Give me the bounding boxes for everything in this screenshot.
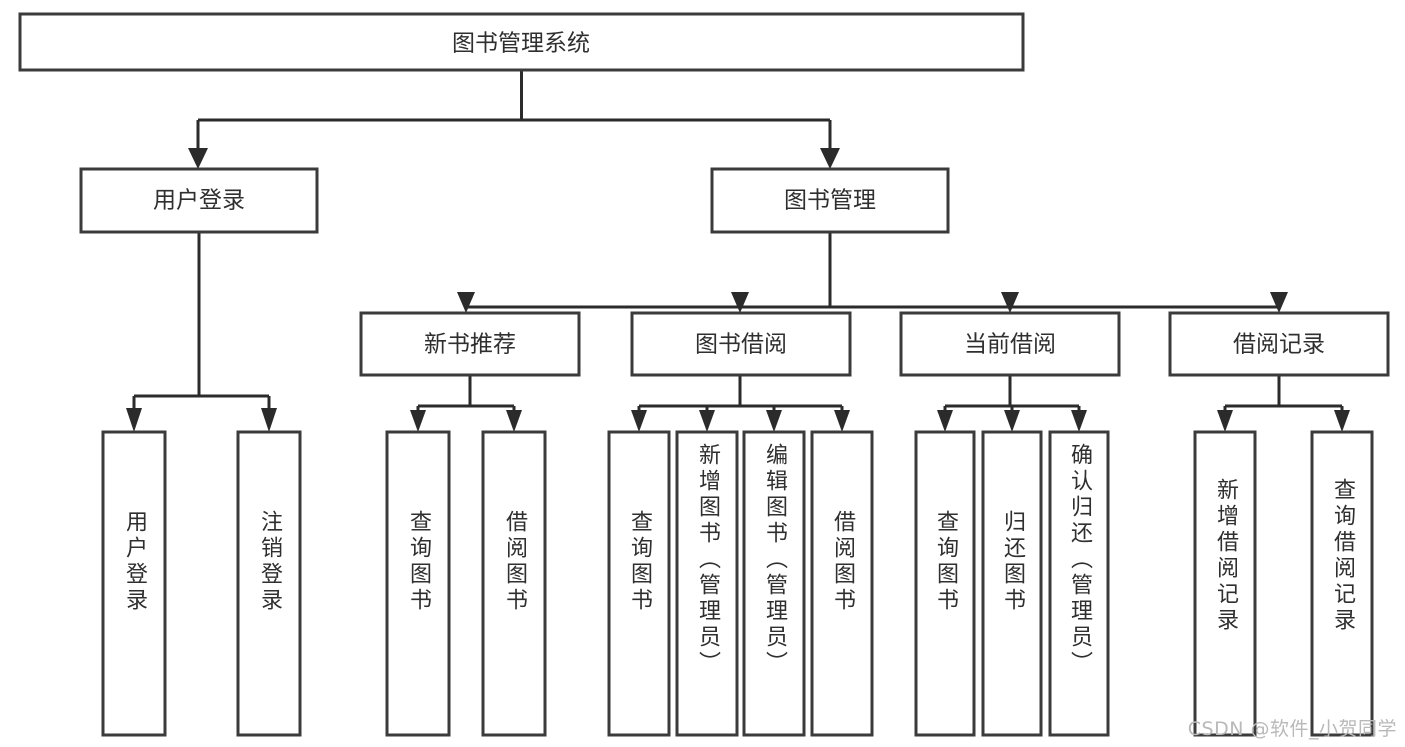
leaf-borrow-book-2-label: 借阅图书 [830,510,855,614]
node-borrow-record[interactable]: 借阅记录 [1168,311,1390,377]
connector-group-book-borrow-leaves [631,375,850,432]
node-book-borrow-rect[interactable] [630,311,852,377]
leaf-query-book-2-label: 查询图书 [627,510,652,614]
connector-group-root-to-level1 [188,70,840,169]
node-root[interactable]: 图书管理系统 [18,12,1025,72]
connector-group-current-borrow-leaves [937,375,1087,432]
arrow-head-leaf-query-borrow-record [1334,410,1350,432]
leaf-return-book-rect[interactable] [981,430,1043,737]
node-root-rect[interactable] [18,12,1025,72]
node-root-label: 图书管理系统 [452,31,590,57]
node-new-book-recommend-rect[interactable] [359,311,581,377]
node-book-management-rect[interactable] [710,167,950,234]
leaf-query-borrow-record-label: 查询借阅记录 [1330,478,1355,634]
arrow-head-book-borrow [731,292,749,313]
arrow-head-leaf-user-logout [261,408,277,432]
leaf-add-borrow-record-label: 新增借阅记录 [1213,478,1238,634]
leaf-query-book-1-rect[interactable] [385,430,451,737]
connector-group-new-book-recommend-leaves [410,375,522,432]
arrow-head-current-borrow [1001,292,1019,313]
arrow-head-book-management [820,148,840,169]
arrow-head-leaf-edit-book-admin [766,410,782,432]
node-current-borrow-rect[interactable] [899,311,1121,377]
node-current-borrow-label: 当前借阅 [964,332,1056,358]
leaf-add-borrow-record-rect[interactable] [1193,430,1257,737]
leaf-query-book-1-label: 查询图书 [406,510,431,614]
node-borrow-record-label: 借阅记录 [1233,332,1325,358]
node-book-management[interactable]: 图书管理 [710,167,950,234]
node-book-management-label: 图书管理 [784,188,876,214]
leaf-query-book-3-rect[interactable] [914,430,976,737]
csdn-watermark: CSDN @软件_小贺同学 [1187,718,1397,740]
arrow-head-leaf-add-book-admin [699,410,715,432]
node-user-login-rect[interactable] [79,167,319,234]
arrow-head-leaf-add-borrow-record [1217,410,1233,432]
connector-group-book-management-to-level2 [457,232,1288,313]
node-new-book-recommend[interactable]: 新书推荐 [359,311,581,377]
leaf-query-borrow-record-rect[interactable] [1310,430,1374,737]
arrow-head-leaf-return-book [1004,410,1020,432]
leaf-user-logout-rect[interactable] [236,430,302,737]
node-current-borrow[interactable]: 当前借阅 [899,311,1121,377]
connector-group-user-login-leaves [126,232,277,432]
node-book-borrow[interactable]: 图书借阅 [630,311,852,377]
leaf-user-login-label: 用户登录 [122,510,147,614]
arrow-head-leaf-query-book-1 [410,410,426,432]
node-user-login-label: 用户登录 [153,188,245,214]
node-borrow-record-rect[interactable] [1168,311,1390,377]
arrow-head-leaf-confirm-return [1071,410,1087,432]
arrow-head-leaf-query-book-2 [631,410,647,432]
arrow-head-new-book-recommend [457,292,475,313]
leaf-query-book-3-label: 查询图书 [933,510,958,614]
leaf-add-book-admin-label: 新增图书（管理员） [695,443,720,677]
leaf-user-login-rect[interactable] [101,430,167,737]
leaf-user-logout-label: 注销登录 [257,510,282,614]
leaf-confirm-return-rect[interactable] [1048,430,1110,737]
leaf-borrow-book-2-rect[interactable] [810,430,874,737]
arrow-head-user-login [188,148,208,169]
arrow-head-leaf-borrow-book-2 [834,410,850,432]
node-new-book-recommend-label: 新书推荐 [424,332,516,358]
leaf-edit-book-admin-label: 编辑图书（管理员） [762,443,787,677]
leaf-boxes [101,430,1374,737]
node-user-login[interactable]: 用户登录 [79,167,319,234]
leaf-add-book-admin-rect[interactable] [675,430,739,737]
node-book-borrow-label: 图书借阅 [695,332,787,358]
arrow-head-leaf-borrow-book-1 [506,410,522,432]
connector-group-borrow-record-leaves [1217,375,1350,432]
leaf-return-book-label: 归还图书 [1000,510,1025,614]
arrow-head-leaf-query-book-3 [937,410,953,432]
arrow-head-borrow-record [1270,292,1288,313]
leaf-confirm-return-label: 确认归还（管理员） [1067,443,1092,677]
arrow-head-leaf-user-login [126,408,142,432]
leaf-query-book-2-rect[interactable] [607,430,671,737]
leaf-edit-book-admin-rect[interactable] [742,430,806,737]
leaf-borrow-book-1-label: 借阅图书 [502,510,527,614]
leaf-borrow-book-1-rect[interactable] [481,430,547,737]
